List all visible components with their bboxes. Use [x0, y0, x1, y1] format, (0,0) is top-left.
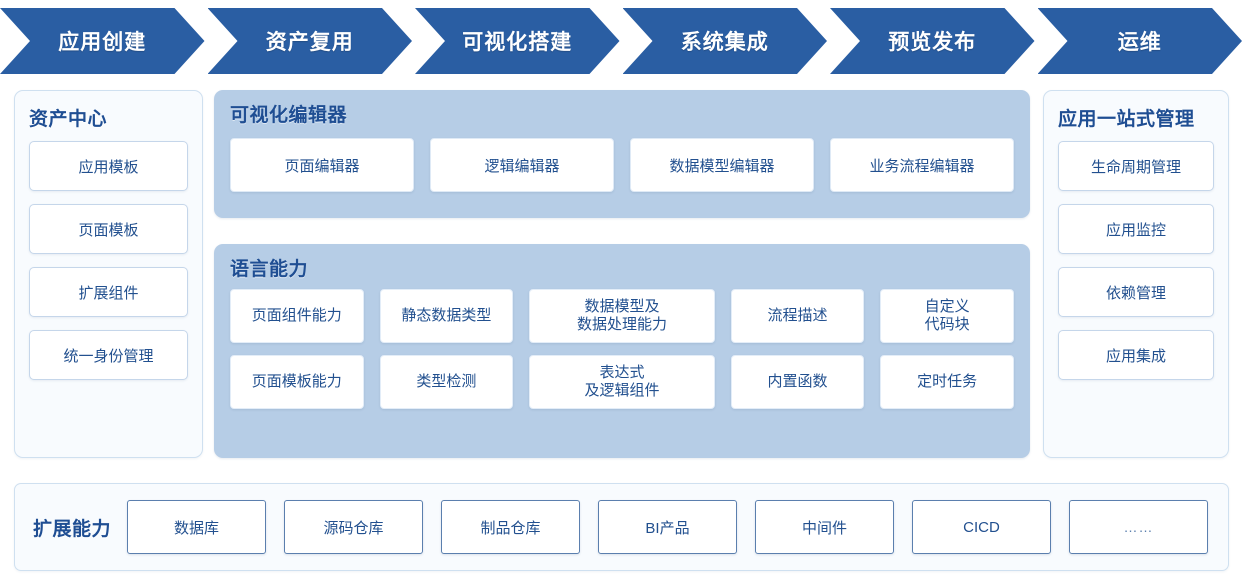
visual-editor-panel: 可视化编辑器 页面编辑器 逻辑编辑器 数据模型编辑器 业务流程编辑器: [214, 90, 1030, 218]
flow-step-4[interactable]: 系统集成: [623, 8, 828, 74]
asset-center-title: 资产中心: [29, 109, 108, 130]
asset-center-items: 应用模板 页面模板 扩展组件 统一身份管理: [29, 141, 188, 380]
flow-step-label: 运维: [1117, 31, 1162, 54]
mgmt-item-dependency[interactable]: 依赖管理: [1058, 267, 1214, 317]
ext-item-bi-product[interactable]: BI产品: [598, 500, 738, 554]
ext-item-more[interactable]: ……: [1069, 500, 1209, 554]
app-management-title: 应用一站式管理: [1058, 109, 1195, 130]
mgmt-item-monitoring[interactable]: 应用监控: [1058, 204, 1214, 254]
flow-step-2[interactable]: 资产复用: [208, 8, 413, 74]
asset-item-identity-management[interactable]: 统一身份管理: [29, 330, 188, 380]
extension-capability-items: 数据库 源码仓库 制品仓库 BI产品 中间件 CICD ……: [127, 500, 1209, 554]
flow-step-label: 可视化搭建: [462, 31, 573, 54]
flow-step-label: 应用创建: [58, 31, 147, 54]
editor-item-logic-editor[interactable]: 逻辑编辑器: [430, 138, 614, 192]
ext-item-database[interactable]: 数据库: [127, 500, 267, 554]
visual-editor-items: 页面编辑器 逻辑编辑器 数据模型编辑器 业务流程编辑器: [230, 138, 1014, 192]
ext-item-artifact-repo[interactable]: 制品仓库: [441, 500, 581, 554]
lang-item-data-model-processing[interactable]: 数据模型及数据处理能力: [529, 289, 715, 343]
language-row-1: 页面组件能力 静态数据类型 数据模型及数据处理能力 流程描述 自定义代码块: [230, 289, 1014, 343]
flow-step-label: 系统集成: [680, 31, 769, 54]
middle-band: 资产中心 应用模板 页面模板 扩展组件 统一身份管理 可视化编辑器 页面编辑器 …: [0, 90, 1242, 468]
lang-item-static-data-type[interactable]: 静态数据类型: [379, 289, 514, 343]
visual-editor-title: 可视化编辑器: [230, 105, 348, 126]
extension-capability-title: 扩展能力: [33, 518, 112, 540]
lang-item-custom-code-block[interactable]: 自定义代码块: [880, 289, 1014, 343]
lang-item-builtin-function[interactable]: 内置函数: [730, 355, 865, 409]
lang-item-process-description[interactable]: 流程描述: [730, 289, 865, 343]
flow-step-5[interactable]: 预览发布: [830, 8, 1035, 74]
asset-item-page-template[interactable]: 页面模板: [29, 204, 188, 254]
app-management-panel: 应用一站式管理 生命周期管理 应用监控 依赖管理 应用集成: [1043, 90, 1229, 458]
asset-item-extension-component[interactable]: 扩展组件: [29, 267, 188, 317]
flow-step-label: 预览发布: [888, 31, 977, 54]
mgmt-item-integration[interactable]: 应用集成: [1058, 330, 1214, 380]
flow-step-6[interactable]: 运维: [1038, 8, 1242, 74]
editor-item-business-process-editor[interactable]: 业务流程编辑器: [830, 138, 1014, 192]
flow-step-3[interactable]: 可视化搭建: [415, 8, 620, 74]
flow-step-1[interactable]: 应用创建: [0, 8, 205, 74]
process-flow-header: 应用创建 资产复用 可视化搭建 系统集成 预览发布 运维: [0, 8, 1242, 74]
lang-item-expression-logic-component[interactable]: 表达式及逻辑组件: [529, 355, 715, 409]
lang-item-scheduled-task[interactable]: 定时任务: [880, 355, 1014, 409]
asset-item-app-template[interactable]: 应用模板: [29, 141, 188, 191]
lang-item-page-template-capability[interactable]: 页面模板能力: [230, 355, 364, 409]
center-column: 可视化编辑器 页面编辑器 逻辑编辑器 数据模型编辑器 业务流程编辑器 语言能力 …: [214, 90, 1030, 458]
editor-item-page-editor[interactable]: 页面编辑器: [230, 138, 414, 192]
asset-center-panel: 资产中心 应用模板 页面模板 扩展组件 统一身份管理: [14, 90, 203, 458]
lang-item-type-check[interactable]: 类型检测: [379, 355, 514, 409]
app-management-items: 生命周期管理 应用监控 依赖管理 应用集成: [1058, 141, 1214, 380]
language-row-2: 页面模板能力 类型检测 表达式及逻辑组件 内置函数 定时任务: [230, 355, 1014, 409]
extension-capability-panel: 扩展能力 数据库 源码仓库 制品仓库 BI产品 中间件 CICD ……: [14, 483, 1229, 571]
language-capability-panel: 语言能力 页面组件能力 静态数据类型 数据模型及数据处理能力 流程描述 自定义代…: [214, 244, 1030, 458]
ext-item-cicd[interactable]: CICD: [912, 500, 1052, 554]
ext-item-middleware[interactable]: 中间件: [755, 500, 895, 554]
mgmt-item-lifecycle[interactable]: 生命周期管理: [1058, 141, 1214, 191]
language-capability-title: 语言能力: [230, 259, 309, 280]
lang-item-page-component[interactable]: 页面组件能力: [230, 289, 364, 343]
editor-item-data-model-editor[interactable]: 数据模型编辑器: [630, 138, 814, 192]
ext-item-source-repo[interactable]: 源码仓库: [284, 500, 424, 554]
language-capability-grid: 页面组件能力 静态数据类型 数据模型及数据处理能力 流程描述 自定义代码块 页面…: [230, 289, 1014, 409]
flow-step-label: 资产复用: [265, 31, 354, 54]
